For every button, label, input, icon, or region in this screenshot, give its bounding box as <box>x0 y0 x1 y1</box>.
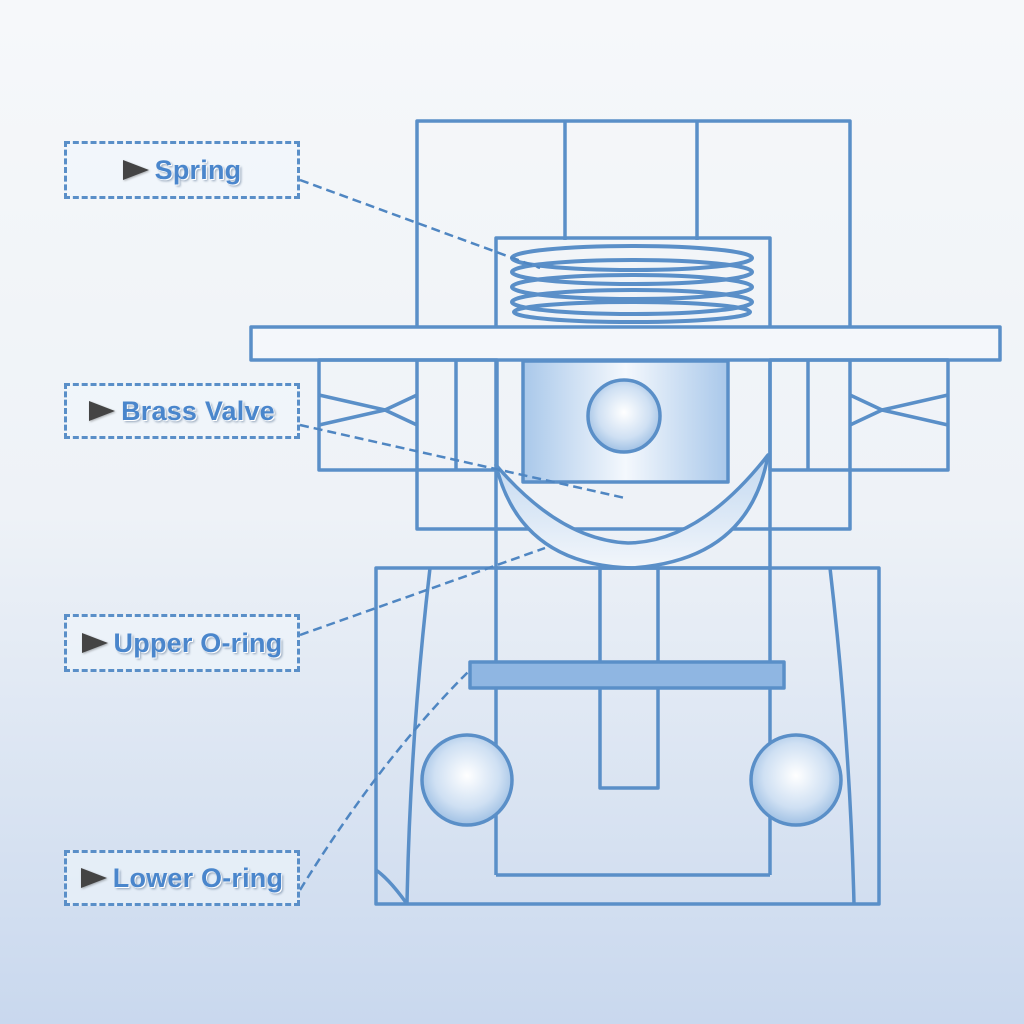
callout-upper-oring-label: Upper O-ring <box>113 627 283 658</box>
lower-oring-bar <box>468 660 786 690</box>
callout-spring-label: Spring <box>154 154 242 185</box>
callout-brass-valve-label: Brass Valve <box>121 395 275 426</box>
callout-spring: Spring <box>64 141 300 199</box>
left-side-block <box>317 358 499 472</box>
leader-line-spring <box>299 178 541 270</box>
arrowhead-icon <box>81 633 108 653</box>
flange-plate <box>249 325 1002 362</box>
left-lower-ball <box>420 733 514 827</box>
brass-valve-ball <box>586 378 662 454</box>
leader-line-upper-oring <box>299 546 546 637</box>
callout-lower-oring: Lower O-ring <box>64 850 300 906</box>
arrowhead-icon <box>89 401 116 421</box>
spring-coils <box>510 244 754 324</box>
callout-brass-valve: Brass Valve <box>64 383 300 439</box>
arrowhead-icon <box>80 868 107 888</box>
callout-upper-oring: Upper O-ring <box>64 614 300 672</box>
right-side-block <box>383 358 950 472</box>
right-lower-ball <box>749 733 843 827</box>
leader-line-lower-oring <box>298 671 469 891</box>
arrowhead-icon <box>122 160 149 180</box>
upper-oring-seal <box>494 453 770 570</box>
upper-housing <box>415 119 852 531</box>
callout-lower-oring-label: Lower O-ring <box>112 862 284 893</box>
lower-housing <box>374 566 881 906</box>
